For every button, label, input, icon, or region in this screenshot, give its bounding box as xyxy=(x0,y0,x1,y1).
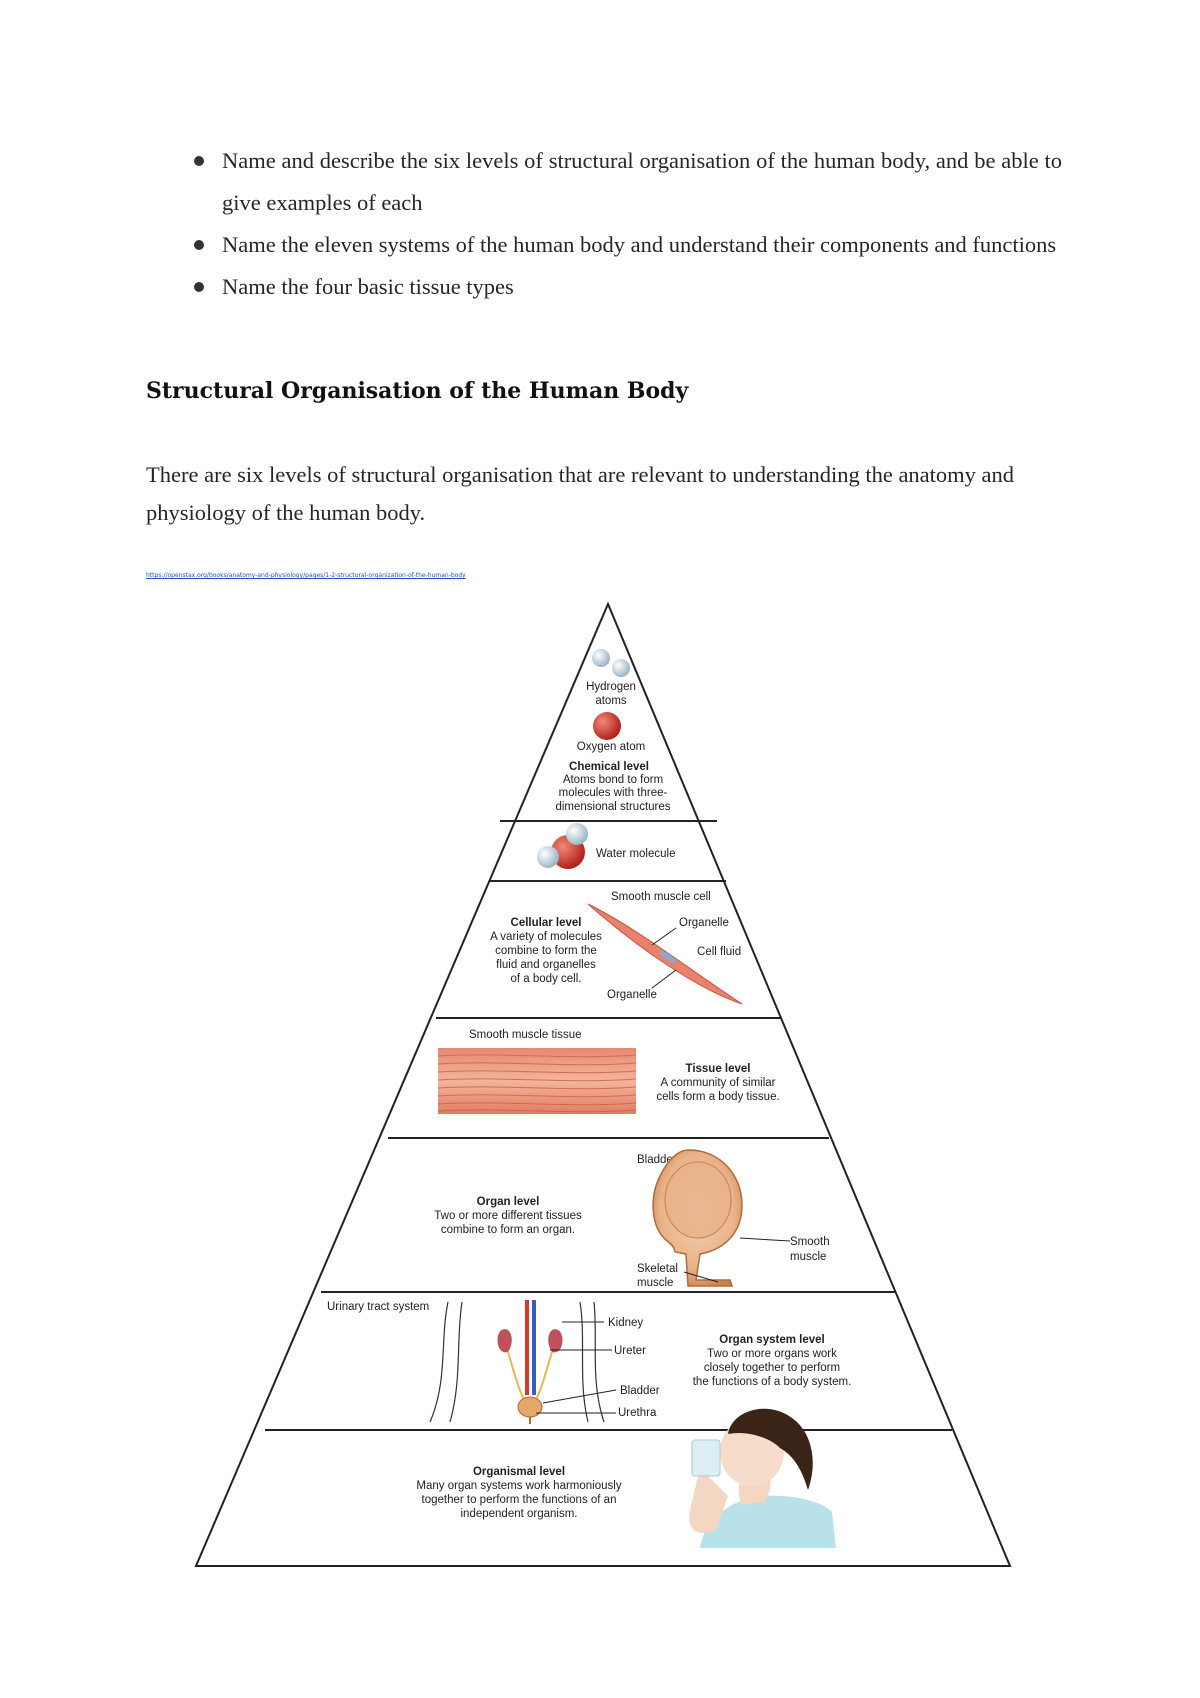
system-desc-line: Two or more organs work xyxy=(707,1348,837,1360)
chemical-desc-line: Atoms bond to form xyxy=(563,774,663,786)
organismal-level: Organismal level Many organ systems work… xyxy=(416,1408,836,1548)
hydrogen-atom-icon xyxy=(592,649,610,667)
kidney-icon xyxy=(548,1329,563,1353)
chemical-desc-line: molecules with three- xyxy=(559,787,668,799)
shirt-icon xyxy=(700,1495,836,1548)
woman-drinking-icon xyxy=(689,1408,836,1548)
objective-item: Name the eleven systems of the human bod… xyxy=(194,224,1062,266)
water-glass-icon xyxy=(691,1439,721,1477)
cell-fluid-label: Cell fluid xyxy=(697,946,741,958)
organ-system-level-title: Organ system level xyxy=(719,1334,824,1346)
muscle-fiber-lines xyxy=(437,1054,637,1113)
tissue-desc-line: cells form a body tissue. xyxy=(656,1091,779,1103)
section-heading: Structural Organisation of the Human Bod… xyxy=(146,378,689,404)
skeletal-muscle-label-2: muscle xyxy=(637,1277,673,1289)
bladder-inner-icon xyxy=(664,1161,732,1239)
arm-icon xyxy=(689,1468,728,1534)
bladder-system-label: Bladder xyxy=(620,1385,660,1397)
organismal-level-title: Organismal level xyxy=(473,1466,565,1478)
ureter-icon xyxy=(533,1351,553,1403)
hydrogen-atom-icon xyxy=(612,659,630,677)
cellular-desc-line: A variety of molecules xyxy=(490,931,602,943)
organismal-desc-line: together to perform the functions of an xyxy=(422,1494,617,1506)
chemical-level: Hydrogen atoms Oxygen atom Chemical leve… xyxy=(555,649,671,813)
ureter-label: Ureter xyxy=(614,1345,646,1357)
organ-system-level: Urinary tract system Kidney Ureter Bladd… xyxy=(327,1300,851,1424)
smooth-muscle-cell-label: Smooth muscle cell xyxy=(611,891,711,903)
objective-item: Name the four basic tissue types xyxy=(194,266,1062,308)
organismal-desc-line: independent organism. xyxy=(461,1508,578,1520)
cellular-desc-line: of a body cell. xyxy=(511,973,582,985)
cellular-desc-line: combine to form the xyxy=(495,945,597,957)
skeletal-muscle-label: Skeletal xyxy=(637,1263,678,1275)
water-molecule-label: Water molecule xyxy=(596,848,675,860)
organ-desc-line: Two or more different tissues xyxy=(434,1210,582,1222)
torso-outline-icon xyxy=(429,1301,605,1423)
kidney-label: Kidney xyxy=(608,1317,643,1329)
organ-level-title: Organ level xyxy=(477,1196,540,1208)
pointer-line xyxy=(683,1271,719,1283)
kidney-icon xyxy=(497,1329,512,1353)
system-desc-line: the functions of a body system. xyxy=(693,1376,852,1388)
intro-paragraph: There are six levels of structural organ… xyxy=(146,462,1015,525)
oxygen-atom-icon xyxy=(593,712,621,740)
bullet-icon xyxy=(194,282,204,292)
cellular-level-title: Cellular level xyxy=(511,917,582,929)
chemical-desc-line: dimensional structures xyxy=(555,801,670,813)
pointer-line xyxy=(651,927,677,946)
source-link[interactable]: https://openstax.org/books/anatomy-and-p… xyxy=(146,572,466,579)
bladder-icon xyxy=(517,1396,543,1418)
pointer-line xyxy=(542,1389,617,1404)
bullet-icon xyxy=(194,240,204,250)
oxygen-label: Oxygen atom xyxy=(577,741,645,753)
smooth-muscle-tissue-label: Smooth muscle tissue xyxy=(469,1029,582,1041)
tissue-level: Smooth muscle tissue Tissue level A comm… xyxy=(437,1029,780,1114)
pointer-line xyxy=(651,969,677,989)
chemical-level-title: Chemical level xyxy=(569,761,649,773)
urinary-system-label: Urinary tract system xyxy=(327,1301,429,1313)
system-desc-line: closely together to perform xyxy=(704,1362,840,1374)
organ-level: Bladder Smooth muscle Skeletal muscle Or… xyxy=(434,1149,830,1289)
hydrogen-atom-icon xyxy=(566,823,588,845)
cellular-level: Smooth muscle cell Organelle Cell fluid … xyxy=(490,891,743,1005)
pyramid-outline xyxy=(194,601,1012,1567)
tissue-desc-line: A community of similar xyxy=(660,1077,775,1089)
organelle-label: Organelle xyxy=(607,989,657,1001)
ureter-icon xyxy=(507,1351,527,1403)
cellular-desc-line: fluid and organelles xyxy=(496,959,596,971)
molecule-level: Water molecule xyxy=(537,823,675,869)
hydrogen-atom-icon xyxy=(537,846,559,868)
pointer-line xyxy=(739,1237,791,1242)
hydrogen-label-2: atoms xyxy=(595,695,627,707)
organismal-desc-line: Many organ systems work harmoniously xyxy=(416,1480,621,1492)
hydrogen-label: Hydrogen xyxy=(586,681,636,693)
tissue-level-title: Tissue level xyxy=(686,1063,751,1075)
nucleus-icon xyxy=(659,950,677,964)
hair-icon xyxy=(728,1408,813,1490)
smooth-muscle-label: Smooth xyxy=(790,1236,830,1248)
urethra-label: Urethra xyxy=(618,1407,657,1419)
organ-desc-line: combine to form an organ. xyxy=(441,1224,575,1236)
bladder-label: Bladder xyxy=(637,1154,677,1166)
bullet-icon xyxy=(194,156,204,166)
objective-item: Name and describe the six levels of stru… xyxy=(194,140,1062,224)
learning-objectives-list: Name and describe the six levels of stru… xyxy=(194,140,1062,308)
smooth-muscle-label-2: muscle xyxy=(790,1251,826,1263)
organelle-label: Organelle xyxy=(679,917,729,929)
